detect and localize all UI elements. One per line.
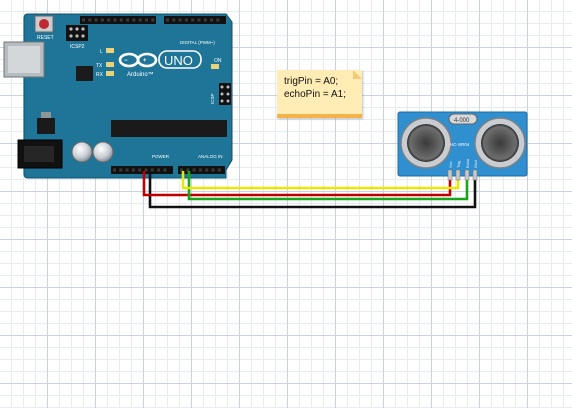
icsp2-header (66, 25, 88, 41)
header-pin (94, 18, 98, 22)
crystal (448, 113, 478, 125)
status-leds (106, 48, 219, 76)
led-rx-label: RX (96, 72, 104, 78)
header-pin (180, 168, 183, 172)
sensor-model-label: HC-SR04 (450, 142, 470, 147)
reset-label: RESET (37, 35, 54, 41)
arduino-logo: − + (118, 50, 202, 69)
header-pin (150, 168, 154, 172)
header-pin (138, 168, 142, 172)
capacitor (92, 141, 114, 163)
led-tx-label: TX (96, 63, 103, 69)
header-pin (119, 18, 123, 22)
header-pin (119, 168, 123, 172)
header-pin (125, 168, 129, 172)
header-pin (100, 18, 104, 22)
header-pin (178, 18, 182, 22)
header-pin (82, 18, 85, 22)
power-label: POWER (152, 154, 170, 159)
led-on-label: ON (214, 58, 222, 64)
header-pin (145, 18, 148, 22)
sensor-pin-label: Gnd (473, 160, 478, 168)
header-pin (113, 18, 117, 22)
icsp2-label: ICSP2 (70, 44, 85, 50)
hc-sr04-sensor[interactable]: 4-000 HC-SR04 Vcc Trig Echo Gnd (397, 111, 528, 181)
header-pin (192, 168, 196, 172)
power-header (111, 166, 173, 174)
header-pin (88, 18, 92, 22)
header-pin (163, 168, 167, 172)
header-pin (216, 18, 220, 22)
header-pin (186, 168, 190, 172)
sensor-pin-label: Vcc (448, 161, 453, 168)
wire-echo[interactable] (187, 171, 469, 201)
header-pin (132, 18, 136, 22)
usb-chip (76, 66, 93, 81)
header-pin (198, 168, 202, 172)
code-note[interactable]: trigPin = A0; echoPin = A1; (277, 70, 362, 118)
voltage-regulator (37, 118, 55, 134)
crystal-label: 4-000 (454, 118, 470, 124)
icsp-label: ICSP (210, 93, 215, 104)
analog-label: ANALOG IN (198, 154, 223, 159)
svg-text:+: + (143, 58, 147, 64)
header-pin (205, 168, 209, 172)
digital-header (80, 16, 226, 24)
wire-trig[interactable] (181, 171, 460, 190)
arduino-uno-board[interactable]: RESET ICSP2 DIGITAL (PWM~) L TX RX ON (3, 13, 233, 179)
brand-label: Arduino™ (127, 71, 154, 78)
header-pin (172, 18, 176, 22)
uno-label: UNO (164, 53, 193, 68)
wire-gnd[interactable] (148, 171, 477, 209)
header-pin (138, 18, 142, 22)
header-pin (210, 18, 214, 22)
header-pin (107, 18, 111, 22)
sensor-pin-label: Echo (465, 158, 470, 168)
digital-label: DIGITAL (PWM~) (180, 40, 215, 45)
header-pin (203, 18, 207, 22)
wires (142, 171, 477, 209)
header-pin (126, 18, 130, 22)
note-line-trig: trigPin = A0; (284, 76, 339, 87)
svg-text:−: − (124, 58, 128, 64)
sensor-pins (447, 169, 478, 181)
sensor-pin-label: Trig (456, 161, 461, 168)
microcontroller-chip (111, 120, 227, 137)
header-pin (166, 18, 169, 22)
led-l-label: L (100, 49, 103, 55)
header-pin (131, 168, 135, 172)
capacitor (71, 141, 93, 163)
icsp-header (219, 83, 231, 105)
note-fold (353, 70, 362, 79)
header-pin (217, 168, 221, 172)
header-pin (197, 18, 201, 22)
header-pin (184, 18, 188, 22)
header-pin (144, 168, 148, 172)
header-pin (113, 168, 116, 172)
wire-5v[interactable] (142, 171, 452, 197)
note-line-echo: echoPin = A1; (284, 89, 346, 100)
header-pin (211, 168, 215, 172)
header-pin (151, 18, 155, 22)
header-pin (157, 168, 161, 172)
header-pin (191, 18, 195, 22)
